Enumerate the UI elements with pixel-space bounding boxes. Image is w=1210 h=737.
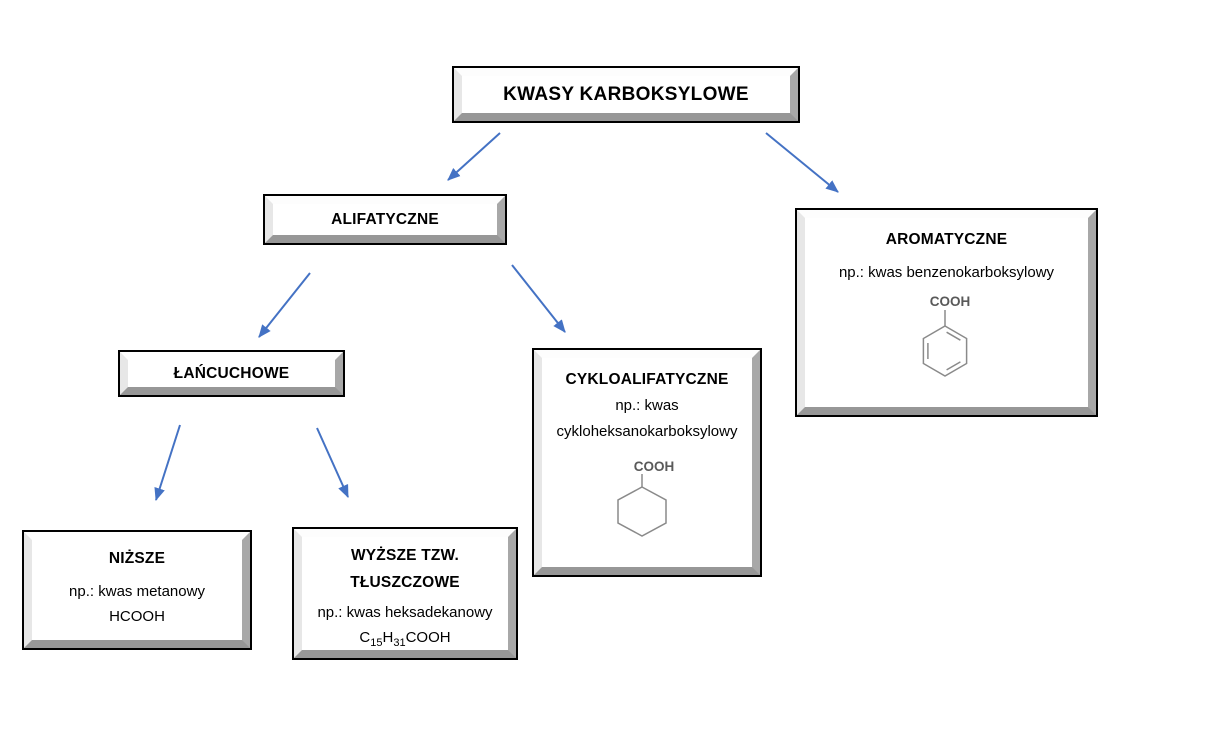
node-example: np.: kwas heksadekanowy bbox=[317, 604, 493, 621]
node-bevel: ALIFATYCZNE bbox=[265, 196, 505, 243]
arrow-lancuchowe-to-wyzsze bbox=[316, 427, 349, 498]
node-title: NIŻSZE bbox=[108, 550, 166, 567]
node-cykloalifatyczne: CYKLOALIFATYCZNE np.: kwas cykloheksanok… bbox=[532, 348, 762, 577]
node-title: WYŻSZE TZW. TŁUSZCZOWE bbox=[350, 547, 460, 591]
node-bevel: AROMATYCZNE np.: kwas benzenokarboksylow… bbox=[797, 210, 1096, 415]
node-bevel: ŁAŃCUCHOWE bbox=[120, 352, 343, 395]
cooh-label: COOH bbox=[929, 294, 970, 309]
arrow-alifatyczne-to-cykloalifatyczne bbox=[511, 264, 566, 333]
double-bond bbox=[945, 361, 961, 371]
arrow-root-to-alifatyczne bbox=[447, 132, 501, 181]
node-title: CYKLOALIFATYCZNE bbox=[565, 371, 729, 388]
double-bond bbox=[945, 331, 961, 341]
formula-subscript: 31 bbox=[393, 637, 406, 649]
node-bevel: CYKLOALIFATYCZNE np.: kwas cykloheksanok… bbox=[534, 350, 760, 575]
arrow-root-to-aromatyczne bbox=[765, 132, 839, 193]
benzene-ring bbox=[922, 325, 967, 377]
node-title: ŁAŃCUCHOWE bbox=[173, 364, 290, 382]
formula-part: C bbox=[359, 629, 371, 646]
formula-part: H bbox=[382, 629, 394, 646]
node-bevel: KWASY KARBOKSYLOWE bbox=[454, 68, 798, 121]
cyclohexane-carboxylic-acid-structure: COOH bbox=[617, 459, 675, 537]
node-title: KWASY KARBOKSYLOWE bbox=[503, 83, 749, 105]
node-example: np.: kwas cykloheksanokarboksylowy bbox=[556, 397, 738, 440]
arrow-lancuchowe-to-nizsze bbox=[154, 424, 181, 502]
node-example: np.: kwas benzenokarboksylowy bbox=[838, 264, 1055, 281]
node-lancuchowe: ŁAŃCUCHOWE bbox=[118, 350, 345, 397]
benzoic-acid-structure: COOH bbox=[922, 294, 970, 377]
node-aromatyczne: AROMATYCZNE np.: kwas benzenokarboksylow… bbox=[795, 208, 1098, 417]
cyclohexane-ring bbox=[617, 486, 667, 537]
node-formula: HCOOH bbox=[109, 608, 165, 625]
node-title: ALIFATYCZNE bbox=[331, 210, 439, 228]
node-bevel: NIŻSZE np.: kwas metanowy HCOOH bbox=[24, 532, 250, 648]
arrow-alifatyczne-to-lancuchowe bbox=[258, 272, 311, 338]
node-nizsze: NIŻSZE np.: kwas metanowy HCOOH bbox=[22, 530, 252, 650]
formula-subscript: 15 bbox=[370, 637, 383, 649]
cooh-label: COOH bbox=[634, 459, 675, 474]
node-alifatyczne: ALIFATYCZNE bbox=[263, 194, 507, 245]
node-title: AROMATYCZNE bbox=[885, 231, 1008, 248]
node-wyzsze-tluszczowe: WYŻSZE TZW. TŁUSZCZOWE np.: kwas heksade… bbox=[292, 527, 518, 660]
node-formula: C15H31COOH bbox=[359, 626, 450, 655]
node-example: np.: kwas metanowy bbox=[69, 583, 205, 600]
node-bevel: WYŻSZE TZW. TŁUSZCZOWE np.: kwas heksade… bbox=[294, 529, 516, 658]
node-kwasy-karboksylowe: KWASY KARBOKSYLOWE bbox=[452, 66, 800, 123]
formula-part: COOH bbox=[405, 629, 451, 646]
